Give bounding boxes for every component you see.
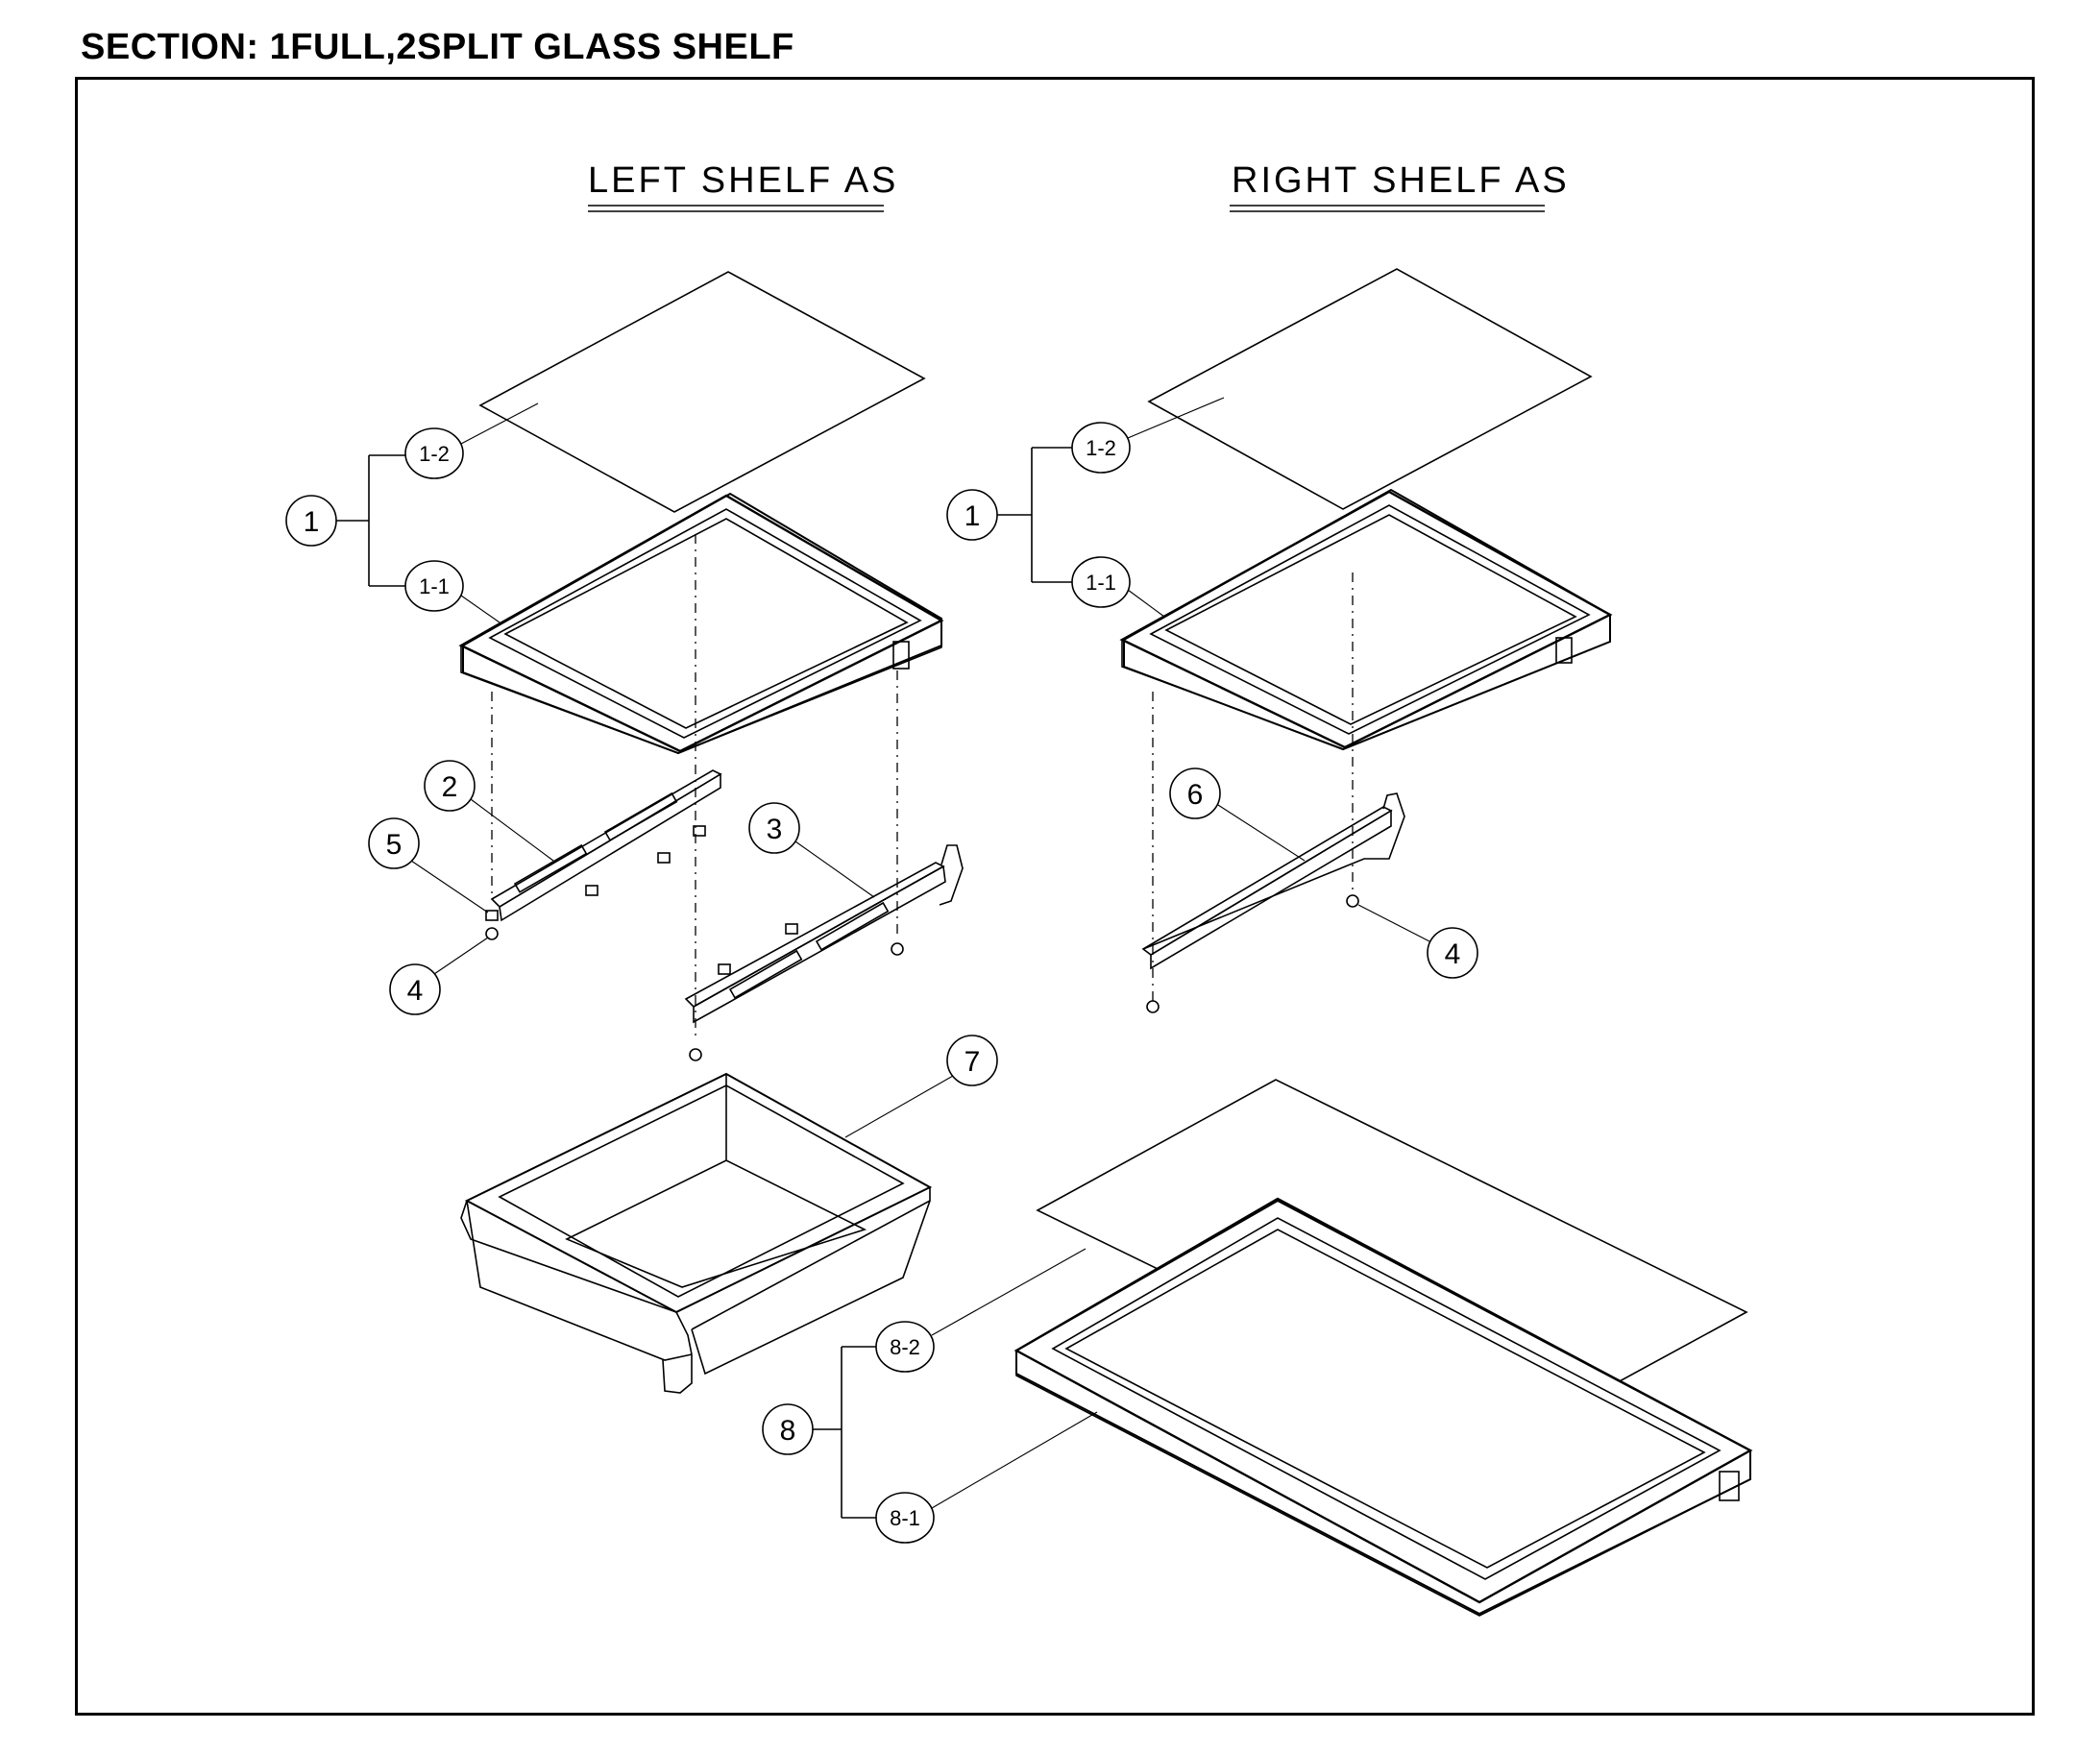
callout-left-1-1: 1-1 bbox=[404, 560, 501, 623]
right-glass-panel bbox=[1147, 268, 1593, 510]
svg-text:1: 1 bbox=[304, 506, 320, 538]
svg-text:3: 3 bbox=[767, 814, 783, 845]
svg-text:2: 2 bbox=[442, 771, 458, 803]
svg-text:1: 1 bbox=[965, 500, 981, 532]
callout-full-8: 8 bbox=[762, 1346, 876, 1519]
callout-right-1-1: 1-1 bbox=[1071, 556, 1165, 618]
svg-text:4: 4 bbox=[407, 975, 424, 1007]
left-right-screw-4 bbox=[891, 942, 904, 956]
callout-right-6: 6 bbox=[1169, 767, 1306, 862]
left-glass-panel bbox=[478, 271, 926, 513]
left-bracket-2 bbox=[490, 769, 722, 922]
crisper-drawer-7 bbox=[460, 1072, 933, 1394]
callout-full-8-2: 8-2 bbox=[875, 1248, 1087, 1373]
callout-left-1-2: 1-2 bbox=[404, 402, 539, 479]
right-shelf-title: RIGHT SHELF AS bbox=[1230, 160, 1570, 212]
callout-left-2: 2 bbox=[424, 760, 554, 862]
callout-full-8-1: 8-1 bbox=[875, 1411, 1098, 1544]
right-screw-a bbox=[1146, 1000, 1160, 1013]
diagram-frame bbox=[75, 77, 2035, 1716]
left-shelf-title-text: LEFT SHELF AS bbox=[588, 160, 898, 201]
left-screw-4 bbox=[485, 927, 499, 940]
svg-text:8-2: 8-2 bbox=[890, 1335, 920, 1359]
right-shelf-frame bbox=[1119, 488, 1613, 751]
svg-text:1-2: 1-2 bbox=[1086, 436, 1116, 460]
callout-left-1: 1 bbox=[285, 454, 405, 587]
svg-text:5: 5 bbox=[386, 829, 403, 861]
svg-text:8-1: 8-1 bbox=[890, 1506, 920, 1530]
svg-text:1-2: 1-2 bbox=[419, 442, 450, 466]
left-shelf-frame bbox=[458, 492, 944, 755]
right-screw-4 bbox=[1346, 894, 1359, 908]
center-screw-4 bbox=[689, 1048, 702, 1061]
callout-left-3: 3 bbox=[748, 802, 875, 898]
svg-text:8: 8 bbox=[780, 1415, 796, 1447]
callout-drawer-7: 7 bbox=[844, 1035, 998, 1138]
svg-text:7: 7 bbox=[965, 1046, 981, 1078]
right-bracket-6 bbox=[1141, 792, 1405, 970]
right-shelf-title-text: RIGHT SHELF AS bbox=[1232, 160, 1570, 201]
left-cap-5 bbox=[485, 910, 499, 921]
section-title: SECTION: 1FULL,2SPLIT GLASS SHELF bbox=[81, 27, 794, 67]
callout-right-1: 1 bbox=[946, 447, 1072, 583]
callout-right-4: 4 bbox=[1357, 904, 1478, 979]
svg-text:1-1: 1-1 bbox=[419, 574, 450, 598]
left-shelf-title: LEFT SHELF AS bbox=[588, 160, 898, 212]
svg-text:6: 6 bbox=[1187, 779, 1204, 811]
callout-left-5: 5 bbox=[368, 817, 489, 914]
full-shelf-frame bbox=[1013, 1197, 1753, 1617]
svg-text:1-1: 1-1 bbox=[1086, 571, 1116, 595]
left-bracket-3 bbox=[684, 844, 964, 1024]
callout-right-1-2: 1-2 bbox=[1071, 397, 1225, 474]
callout-left-4: 4 bbox=[389, 937, 489, 1015]
svg-text:4: 4 bbox=[1445, 938, 1461, 970]
